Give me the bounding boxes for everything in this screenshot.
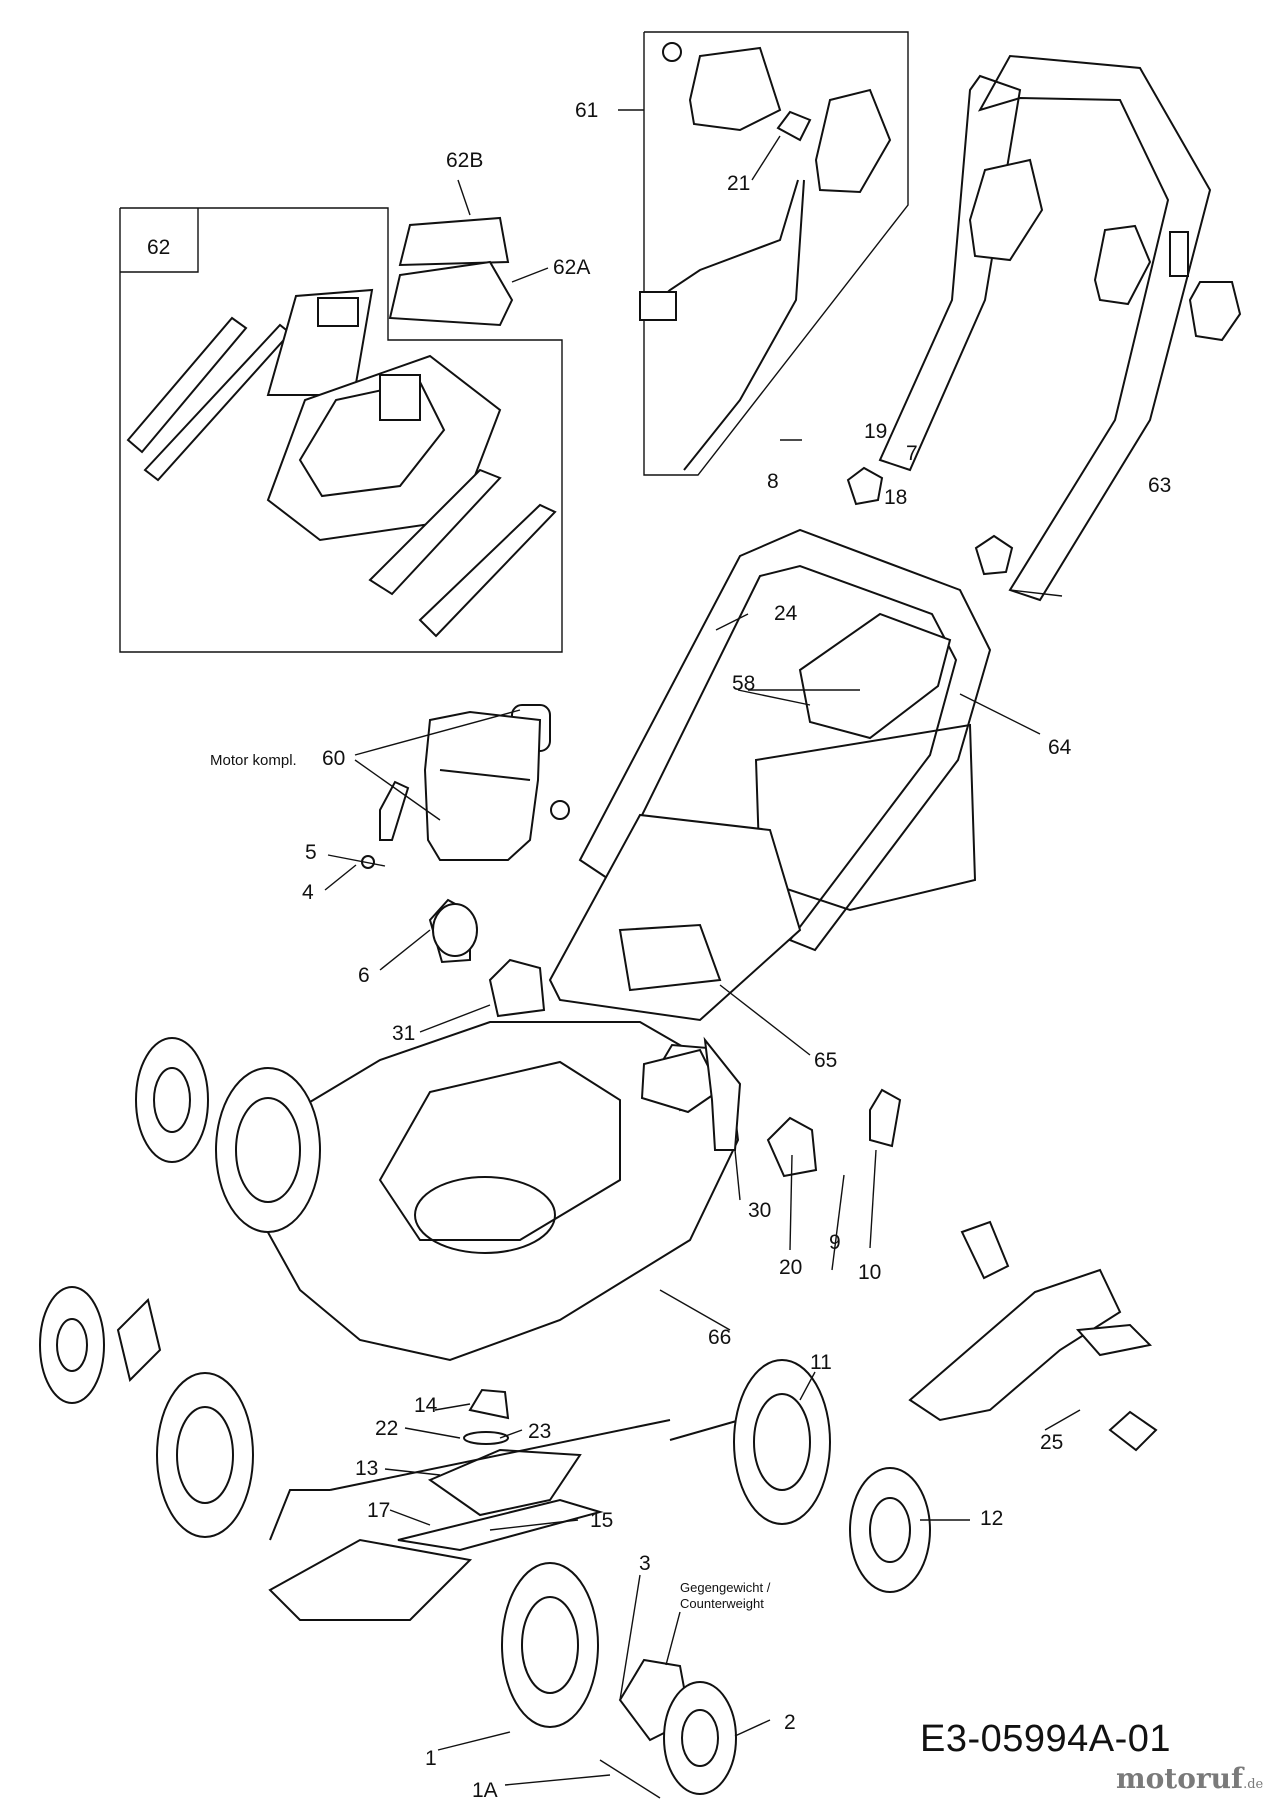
label-22: 22 bbox=[375, 1417, 399, 1440]
label-20: 20 bbox=[779, 1256, 803, 1279]
wheels-left bbox=[39, 1037, 321, 1538]
handle-upper-63 bbox=[780, 54, 1242, 602]
part-62-group bbox=[126, 216, 557, 638]
label-12: 12 bbox=[980, 1507, 1004, 1530]
leader-lines bbox=[324, 109, 1081, 1799]
label-2: 2 bbox=[784, 1711, 796, 1734]
label-9: 9 bbox=[829, 1231, 841, 1254]
box-61-frame bbox=[643, 31, 909, 476]
label-motor-kompl: Motor kompl. bbox=[210, 752, 297, 769]
part-61-group bbox=[639, 42, 892, 471]
label-14: 14 bbox=[414, 1394, 438, 1417]
label-counterweight-en: Counterweight bbox=[680, 1596, 764, 1611]
label-65: 65 bbox=[814, 1049, 838, 1072]
label-11: 11 bbox=[810, 1351, 832, 1374]
label-66: 66 bbox=[708, 1326, 732, 1349]
label-1a: 1A bbox=[472, 1779, 498, 1802]
label-15: 15 bbox=[590, 1509, 614, 1532]
label-64: 64 bbox=[1048, 736, 1072, 759]
box-62-frame bbox=[119, 207, 563, 653]
label-7: 7 bbox=[906, 442, 918, 465]
label-60: 60 bbox=[322, 747, 346, 770]
watermark-name: motoruf bbox=[1116, 1762, 1244, 1795]
label-58: 58 bbox=[732, 672, 756, 695]
label-24: 24 bbox=[774, 602, 798, 625]
label-19: 19 bbox=[864, 420, 888, 443]
label-17: 17 bbox=[367, 1499, 391, 1522]
label-62b: 62B bbox=[446, 149, 484, 172]
label-31: 31 bbox=[392, 1022, 416, 1045]
side-discharge-25 bbox=[908, 1220, 1158, 1452]
label-counterweight-de: Gegengewicht / bbox=[680, 1580, 771, 1595]
drawing-reference-number: E3-05994A-01 bbox=[920, 1718, 1172, 1760]
rear-axle-flap bbox=[268, 1419, 741, 1621]
label-62a: 62A bbox=[553, 256, 591, 279]
label-13: 13 bbox=[355, 1457, 379, 1480]
handle-lower-64 bbox=[548, 528, 992, 1022]
blade-assembly bbox=[397, 1388, 604, 1552]
watermark-suffix: .de bbox=[1243, 1777, 1264, 1792]
label-5: 5 bbox=[305, 841, 317, 864]
label-6: 6 bbox=[358, 964, 370, 987]
label-62: 62 bbox=[147, 236, 171, 259]
label-61: 61 bbox=[575, 99, 599, 122]
label-3: 3 bbox=[639, 1552, 651, 1575]
label-8: 8 bbox=[767, 470, 779, 493]
motor-60 bbox=[361, 704, 570, 1018]
label-21: 21 bbox=[727, 172, 751, 195]
label-18: 18 bbox=[884, 486, 908, 509]
watermark-logo: motoruf.de bbox=[1116, 1762, 1263, 1795]
label-63: 63 bbox=[1148, 474, 1172, 497]
label-25: 25 bbox=[1040, 1431, 1064, 1454]
label-4: 4 bbox=[302, 881, 314, 904]
label-30: 30 bbox=[748, 1199, 772, 1222]
wheels-right bbox=[501, 1359, 931, 1795]
label-1: 1 bbox=[425, 1747, 437, 1770]
label-10: 10 bbox=[858, 1261, 882, 1284]
deck-66 bbox=[248, 1021, 902, 1362]
label-23: 23 bbox=[528, 1420, 552, 1443]
